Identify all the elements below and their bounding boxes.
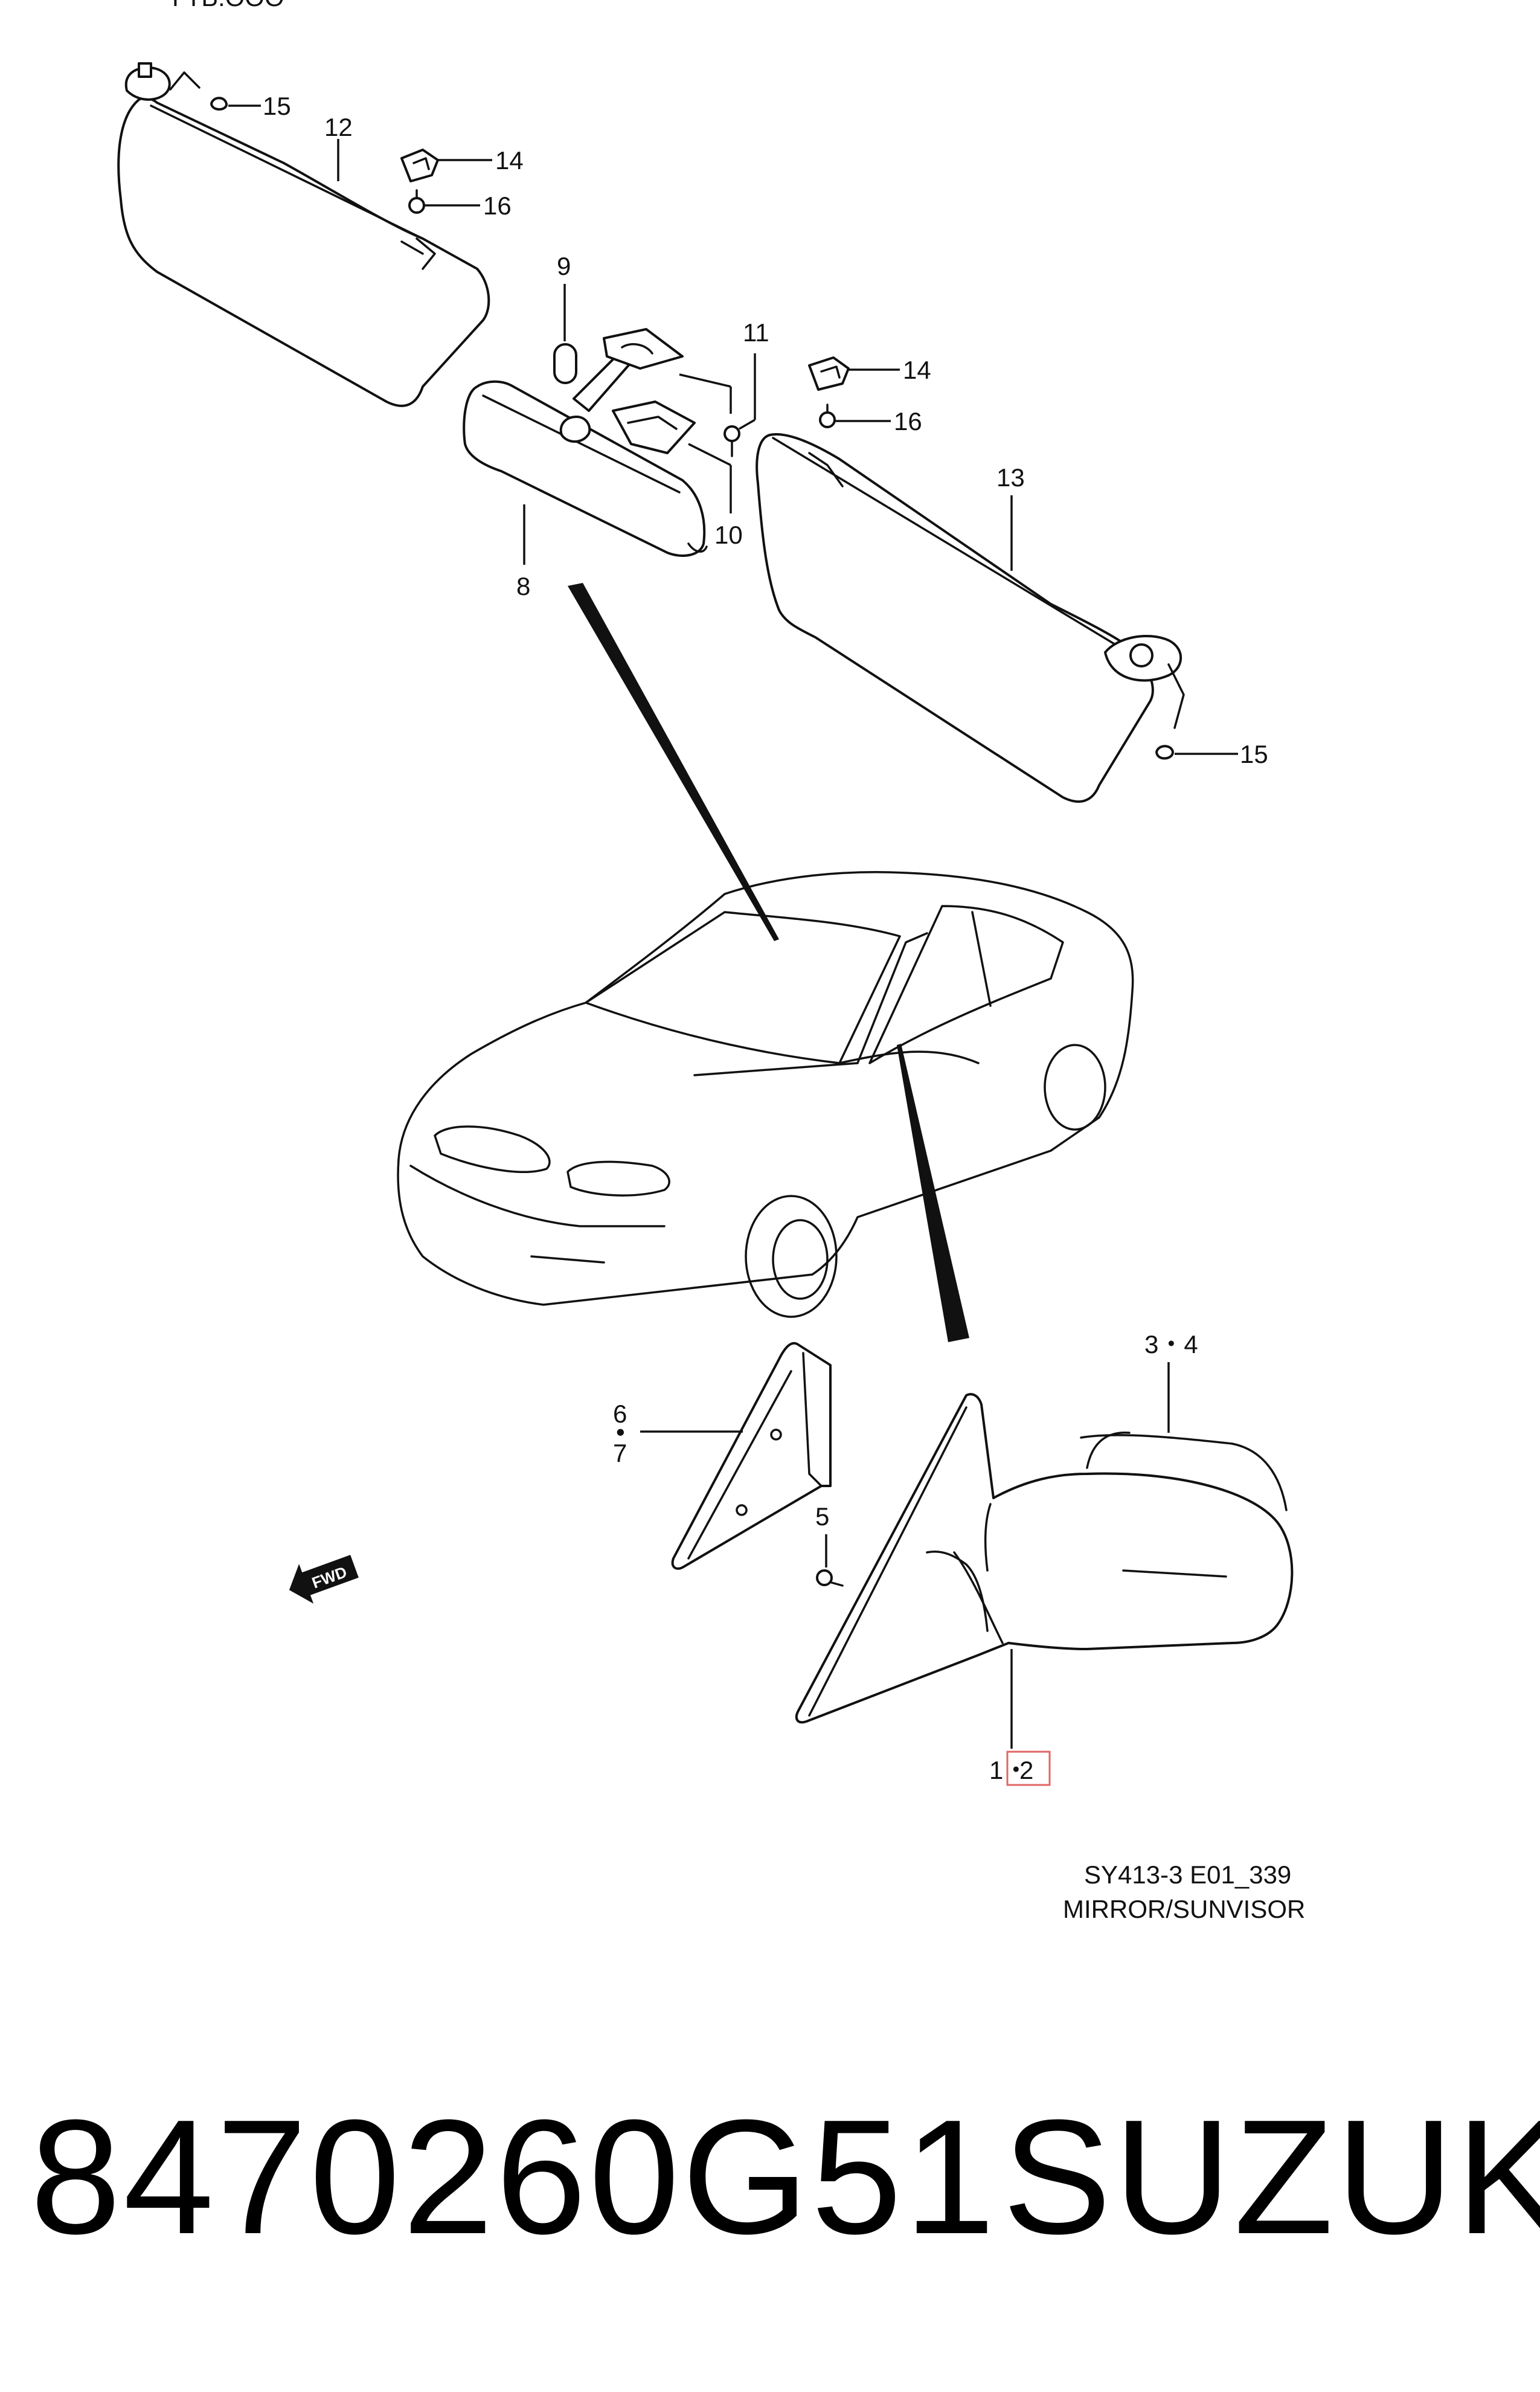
door-mirror — [795, 1393, 1294, 1724]
cover-9 — [553, 343, 577, 384]
part-number: 8470260G51 — [30, 2086, 998, 2268]
pointer-wedge-door — [897, 1044, 969, 1342]
callout-11: 11 — [743, 318, 769, 347]
screw-16b — [819, 403, 891, 428]
callout-16a: 16 — [483, 191, 512, 220]
diagram-code: SY413-3 E01_339 — [1084, 1860, 1291, 1889]
brand-name: SUZUKI — [1003, 2086, 1540, 2268]
callout-7: 7 — [613, 1439, 627, 1467]
parts-diagram: ГТБ.ООО 15 12 14 16 9 — [117, 0, 1305, 1923]
callout-12: 12 — [324, 113, 353, 141]
sunvisor-left — [117, 97, 490, 407]
sunvisor-right — [756, 433, 1154, 803]
holder-14a — [400, 149, 492, 182]
callout-9: 9 — [557, 252, 571, 280]
callout-15b: 15 — [1240, 740, 1268, 768]
garnish-6-7 — [671, 1342, 832, 1570]
callout-5: 5 — [815, 1502, 829, 1531]
base-10 — [612, 400, 732, 513]
screw-11 — [723, 419, 756, 457]
car-illustration — [397, 871, 1134, 1318]
screw-16a — [408, 189, 480, 214]
callout-14b: 14 — [903, 356, 931, 384]
highlight-box — [1006, 1751, 1051, 1786]
callout-10: 10 — [714, 521, 743, 549]
holder-14b — [808, 356, 900, 391]
callout-3-4: 3・4 — [1144, 1330, 1198, 1358]
pointer-wedge-interior — [568, 583, 779, 941]
clip-15b — [1155, 745, 1238, 760]
callout-14a: 14 — [495, 146, 524, 175]
screw-5 — [816, 1569, 844, 1587]
callout-16b: 16 — [894, 407, 922, 436]
callout-6: 6 — [613, 1400, 627, 1428]
footer — [0, 1993, 1540, 2392]
mirror-stay — [559, 328, 684, 443]
fwd-arrow-icon: FWD — [289, 1555, 359, 1604]
callout-1: 1・ — [989, 1756, 1028, 1784]
diagram-title: MIRROR/SUNVISOR — [1063, 1895, 1305, 1923]
callout-8: 8 — [516, 572, 530, 600]
rear-view-mirror — [463, 380, 708, 557]
sunvisor-right-pivot — [1104, 634, 1185, 729]
clip-15a — [210, 97, 261, 111]
callout-13: 13 — [996, 463, 1025, 492]
sunvisor-left-pivot — [124, 62, 201, 101]
top-fragment-text: ГТБ.ООО — [172, 0, 284, 11]
callout-15a: 15 — [263, 92, 291, 120]
callout-2: 2 — [1019, 1756, 1033, 1784]
callout-6-dot: • — [616, 1418, 625, 1446]
